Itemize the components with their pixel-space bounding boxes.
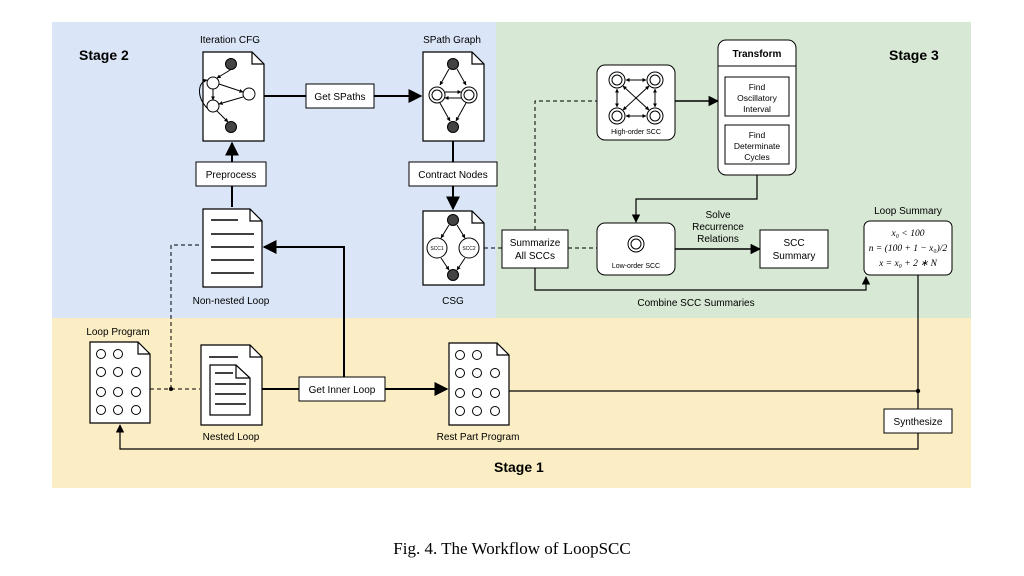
rest-part-program-icon bbox=[448, 342, 510, 426]
combine-label: Combine SCC Summaries bbox=[637, 298, 754, 309]
get-inner-loop-label: Get Inner Loop bbox=[309, 385, 376, 396]
scc-summary-line1: SCC bbox=[783, 238, 804, 249]
spath-graph-label: SPath Graph bbox=[423, 35, 481, 46]
get-spaths-box bbox=[305, 83, 375, 109]
scc-summary-line2: Summary bbox=[773, 251, 816, 262]
stage3-label: Stage 3 bbox=[889, 47, 939, 63]
scc-summary-box bbox=[759, 229, 829, 269]
find-determinate-box bbox=[724, 124, 790, 165]
non-nested-loop-label: Non-nested Loop bbox=[193, 296, 270, 307]
stage1-label: Stage 1 bbox=[494, 459, 544, 475]
summarize-label-1: Summarize bbox=[510, 238, 561, 249]
contract-nodes-label: Contract Nodes bbox=[418, 170, 487, 181]
contract-nodes-box bbox=[408, 161, 498, 187]
scc2-label: SCC2 bbox=[462, 246, 476, 252]
find-det-line1: Find bbox=[749, 130, 766, 140]
nested-loop-icon bbox=[200, 344, 263, 426]
nested-loop-label: Nested Loop bbox=[203, 432, 260, 443]
find-osc-line1: Find bbox=[749, 82, 766, 92]
find-osc-line2: Oscillatory bbox=[737, 93, 777, 103]
scc1-label: SCC1 bbox=[430, 246, 444, 252]
high-order-scc-box bbox=[596, 64, 676, 141]
iteration-cfg-label: Iteration CFG bbox=[200, 35, 260, 46]
rest-part-program-label: Rest Part Program bbox=[437, 432, 520, 443]
csg-label: CSG bbox=[442, 296, 464, 307]
transform-title: Transform bbox=[733, 49, 782, 60]
summarize-all-sccs-box bbox=[501, 229, 569, 269]
synthesize-box bbox=[883, 408, 953, 434]
high-order-scc-label: High-order SCC bbox=[611, 129, 661, 136]
get-spaths-label: Get SPaths bbox=[314, 92, 365, 103]
solve-line2: Recurrence bbox=[692, 222, 744, 233]
csg-icon bbox=[422, 210, 485, 286]
spath-graph-icon bbox=[422, 51, 485, 142]
loop-summary-math2: n = (100 + 1 − x₀)/2 bbox=[869, 243, 948, 254]
solve-line3: Relations bbox=[697, 234, 739, 245]
loop-summary-math3: x = x₀ + 2 ∗ N bbox=[878, 259, 938, 269]
preprocess-box bbox=[195, 161, 267, 187]
summarize-label-2: All SCCs bbox=[515, 251, 555, 262]
find-det-line2: Determinate bbox=[734, 141, 781, 151]
low-order-scc-box bbox=[596, 222, 676, 276]
get-inner-loop-box bbox=[298, 376, 386, 402]
loop-summary-label: Loop Summary bbox=[874, 206, 942, 217]
stage2-label: Stage 2 bbox=[79, 47, 129, 63]
find-oscillatory-box bbox=[724, 76, 790, 117]
solve-line1: Solve bbox=[705, 210, 730, 221]
figure-caption: Fig. 4. The Workflow of LoopSCC bbox=[393, 539, 630, 558]
synthesize-label: Synthesize bbox=[894, 417, 943, 428]
find-det-line3: Cycles bbox=[744, 152, 770, 162]
loop-program-label: Loop Program bbox=[86, 327, 149, 338]
preprocess-label: Preprocess bbox=[206, 170, 257, 181]
loop-summary-box bbox=[863, 220, 953, 276]
loop-summary-math1: x₀ < 100 bbox=[891, 229, 925, 239]
low-order-scc-label: Low-order SCC bbox=[612, 263, 660, 270]
find-osc-line3: Interval bbox=[743, 104, 771, 114]
non-nested-loop-icon bbox=[202, 208, 263, 288]
loop-program-icon bbox=[89, 341, 151, 424]
iteration-cfg-icon bbox=[199, 51, 265, 142]
